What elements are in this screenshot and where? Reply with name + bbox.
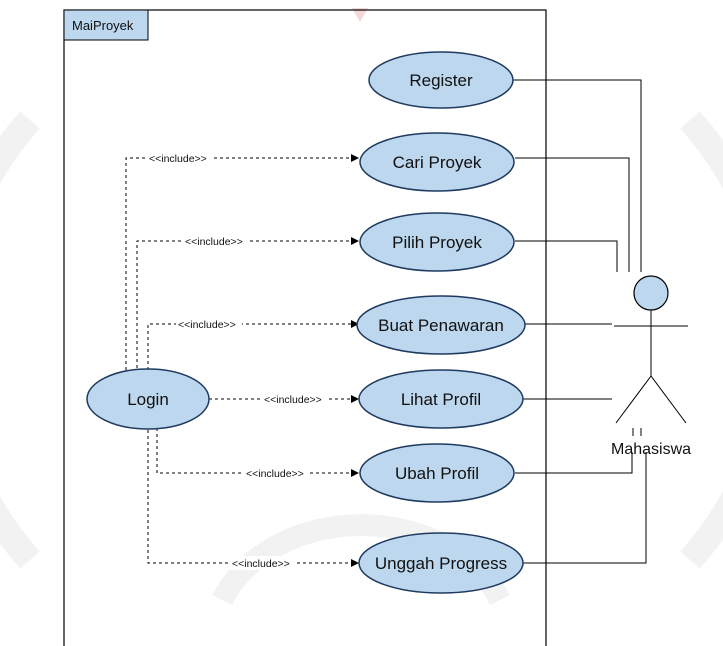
use-case-label: Login	[127, 390, 169, 409]
include-line-buat-penawaran	[147, 320, 359, 370]
actor-mahasiswa[interactable]: Mahasiswa	[611, 275, 691, 458]
association-cari-proyek	[515, 157, 630, 272]
use-case-label: Unggah Progress	[375, 554, 507, 573]
use-case-buat-penawaran[interactable]: Buat Penawaran	[356, 295, 526, 355]
system-boundary: MaiProyek	[63, 9, 547, 646]
use-case-label: Buat Penawaran	[378, 316, 504, 335]
include-line-cari-proyek	[125, 154, 359, 370]
use-case-label: Pilih Proyek	[392, 233, 482, 252]
use-case-cari-proyek[interactable]: Cari Proyek	[359, 132, 515, 192]
actor-left-leg	[615, 375, 652, 424]
actor-head	[633, 275, 669, 311]
use-case-register[interactable]: Register	[368, 51, 514, 109]
include-line-ubah-profil	[156, 428, 359, 477]
use-case-lihat-profil[interactable]: Lihat Profil	[358, 369, 524, 429]
actor-right-leg	[650, 375, 687, 424]
include-connectors	[125, 154, 359, 567]
include-labels: <<include>> <<include>> <<include>> <<in…	[147, 151, 328, 570]
use-case-label: Cari Proyek	[393, 153, 482, 172]
association-lines	[513, 79, 647, 564]
association-unggah-progress	[523, 452, 647, 564]
include-label-lihat-profil: <<include>>	[264, 394, 322, 406]
use-case-ubah-profil[interactable]: Ubah Profil	[359, 443, 515, 503]
use-case-pilih-proyek[interactable]: Pilih Proyek	[359, 212, 515, 272]
association-ubah-profil	[515, 452, 633, 474]
include-line-pilih-proyek	[136, 237, 359, 368]
system-name: MaiProyek	[72, 18, 134, 33]
include-label-buat-penawaran: <<include>>	[178, 319, 236, 331]
system-boundary-box	[63, 9, 547, 646]
actor-name: Mahasiswa	[611, 441, 691, 458]
use-case-label: Ubah Profil	[395, 464, 479, 483]
watermark	[0, 8, 723, 606]
include-label-ubah-profil: <<include>>	[246, 468, 304, 480]
include-line-unggah-progress	[147, 430, 359, 567]
watermark-accent	[352, 8, 368, 22]
system-name-tab	[63, 9, 149, 41]
association-register	[513, 79, 642, 272]
use-case-label: Register	[409, 71, 473, 90]
include-label-pilih-proyek: <<include>>	[185, 236, 243, 248]
association-pilih-proyek	[515, 240, 618, 272]
use-case-unggah-progress[interactable]: Unggah Progress	[358, 532, 524, 594]
use-case-label: Lihat Profil	[401, 390, 481, 409]
include-label-cari-proyek: <<include>>	[149, 153, 207, 165]
include-label-unggah-progress: <<include>>	[232, 558, 290, 570]
use-case-login[interactable]: Login	[86, 368, 210, 430]
